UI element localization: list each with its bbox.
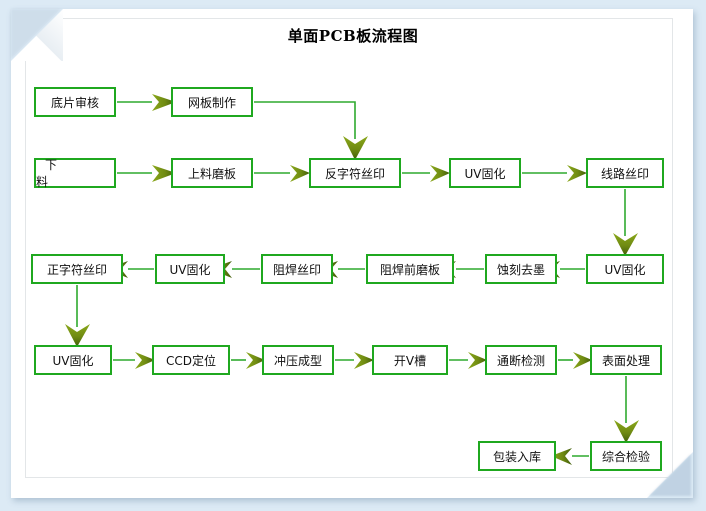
flow-node-11[interactable]: 阻焊前磨板 xyxy=(366,254,454,284)
flow-node-17[interactable]: 开V槽 xyxy=(372,345,448,375)
flow-node-21[interactable]: 综合检验 xyxy=(590,441,662,471)
flow-node-5[interactable]: 反字符丝印 xyxy=(309,158,401,188)
flow-node-14[interactable]: UV固化 xyxy=(34,345,112,375)
flow-node-4[interactable]: 上料磨板 xyxy=(171,158,253,188)
flow-node-20[interactable]: 包装入库 xyxy=(478,441,556,471)
flow-node-2[interactable]: 网板制作 xyxy=(171,87,253,117)
flow-node-3[interactable]: 下 料 xyxy=(34,158,116,189)
flow-node-8[interactable]: 正字符丝印 xyxy=(31,254,123,284)
flow-node-15[interactable]: CCD定位 xyxy=(152,345,230,375)
flow-node-7[interactable]: 线路丝印 xyxy=(586,158,664,188)
flow-node-18[interactable]: 通断检测 xyxy=(485,345,557,375)
paper-inner-frame xyxy=(25,18,673,478)
flow-node-1[interactable]: 底片审核 xyxy=(34,87,116,117)
flow-node-6[interactable]: UV固化 xyxy=(449,158,521,188)
folded-corner-top-left-icon xyxy=(11,9,63,61)
flow-node-10[interactable]: 阻焊丝印 xyxy=(261,254,333,284)
page-title: 单面PCB板流程图 xyxy=(287,27,419,45)
flow-node-16[interactable]: 冲压成型 xyxy=(262,345,334,375)
flow-node-12[interactable]: 蚀刻去墨 xyxy=(485,254,557,284)
flow-node-13[interactable]: UV固化 xyxy=(586,254,664,284)
flow-node-9[interactable]: UV固化 xyxy=(155,254,225,284)
flow-node-19[interactable]: 表面处理 xyxy=(590,345,662,375)
